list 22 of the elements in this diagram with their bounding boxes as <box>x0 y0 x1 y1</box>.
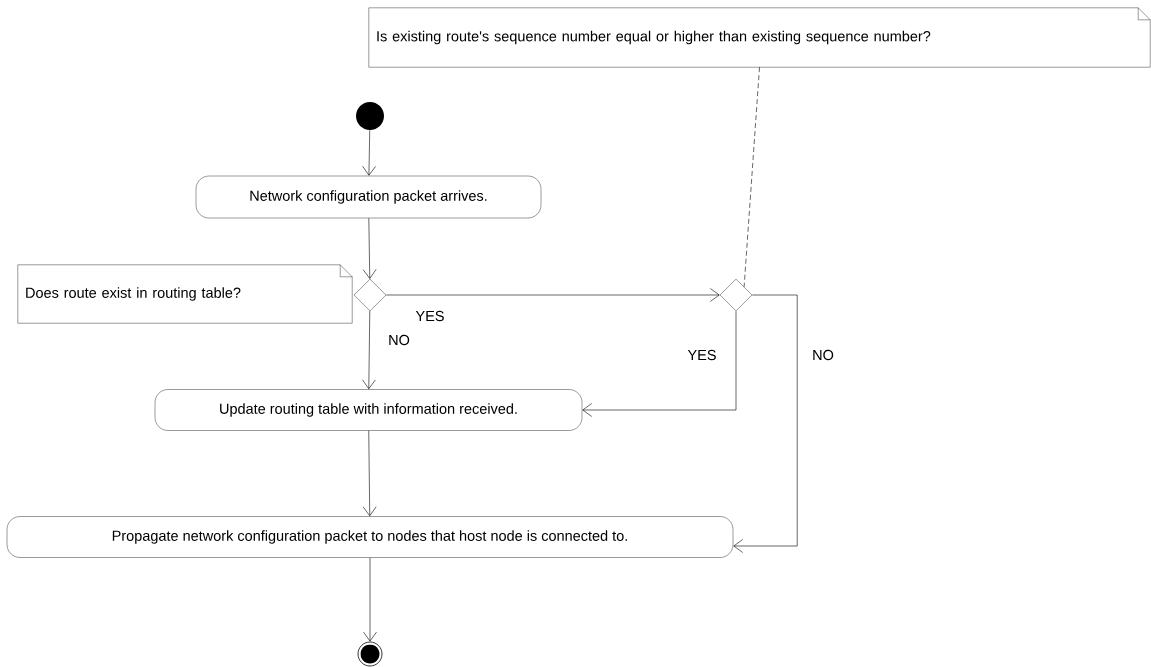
start-node <box>356 102 384 130</box>
edge-label: YES <box>686 348 718 362</box>
action-box: Propagate network configuration packet to nodes that host node is connected to. <box>6 516 734 558</box>
action-box: Network configuration packet arrives. <box>195 175 542 219</box>
note: Is existing route's sequence number equal or higher than existing sequence number? <box>368 7 1151 68</box>
arrow <box>363 557 377 642</box>
leader-line <box>743 66 760 288</box>
arrow <box>362 310 376 390</box>
edge-label: NO <box>811 348 835 362</box>
arrow <box>362 217 377 279</box>
edge-label: YES <box>414 309 446 323</box>
final-node <box>357 641 383 667</box>
arrow <box>385 288 720 302</box>
arrow <box>362 129 376 176</box>
arrow <box>362 430 377 517</box>
decision-diamond <box>719 278 753 312</box>
note: Does route exist in routing table? <box>17 264 353 324</box>
arrow <box>733 294 798 553</box>
action-box: Update routing table with information received. <box>154 389 583 431</box>
arrow <box>582 310 737 417</box>
edge-label: NO <box>387 333 411 347</box>
decision-diamond <box>353 278 387 312</box>
